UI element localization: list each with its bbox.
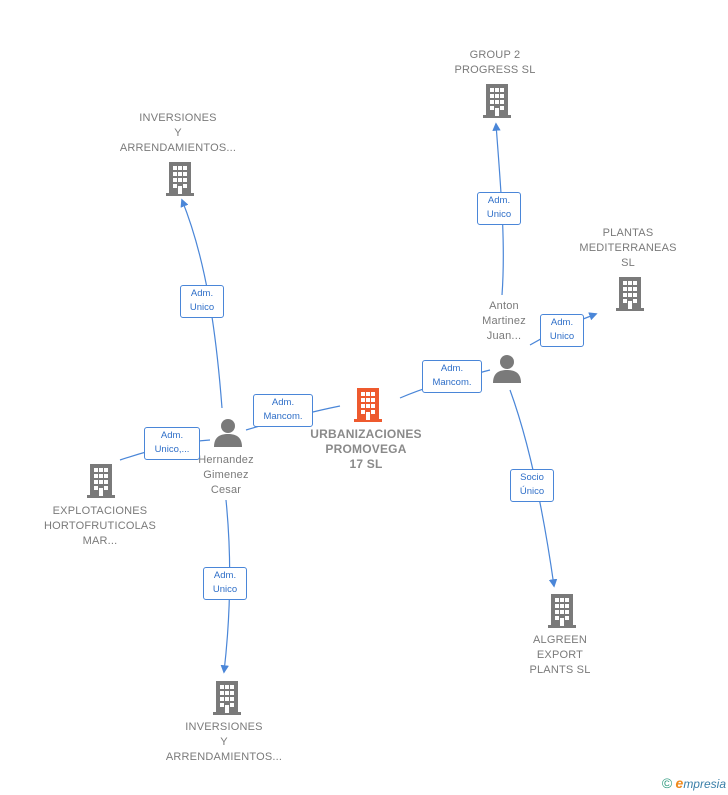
hernandez-label[interactable]: Hernandez Gimenez Cesar [198,454,254,496]
inversiones-bottom-label[interactable]: INVERSIONES Y ARRENDAMIENTOS... [165,721,283,763]
edge-badge-anton-plantas[interactable]: Adm. Unico [540,314,584,347]
copyright-symbol: © [661,775,673,791]
inversiones-top-label[interactable]: INVERSIONES Y ARRENDAMIENTOS... [119,112,237,154]
building-icon[interactable] [480,83,514,124]
edge-badge-hernandez-inv-bottom[interactable]: Adm. Unico [203,567,247,600]
building-icon[interactable] [84,463,118,504]
person-icon[interactable] [492,353,522,388]
empresia-logo: © empresia [662,775,726,791]
explotaciones-label[interactable]: EXPLOTACIONES HORTOFRUTICOLAS MAR... [44,505,156,547]
edge-badge-anton-algreen[interactable]: Socio Único [510,469,554,502]
building-icon[interactable] [163,161,197,202]
building-icon[interactable] [210,680,244,721]
anton-label[interactable]: Anton Martinez Juan... [482,300,526,342]
edge-badge-hernandez-explot[interactable]: Adm. Unico,... [144,427,200,460]
edge-badge-hernandez-inv-top[interactable]: Adm. Unico [180,285,224,318]
edge-badge-anton-group2[interactable]: Adm. Unico [477,192,521,225]
edge-badge-hernandez-main[interactable]: Adm. Mancom. [253,394,313,427]
building-icon[interactable] [613,276,647,317]
group2-label[interactable]: GROUP 2 PROGRESS SL [454,49,536,76]
building-icon[interactable] [545,593,579,634]
building-icon[interactable] [351,387,385,428]
edge-badge-anton-main[interactable]: Adm. Mancom. [422,360,482,393]
person-icon[interactable] [213,417,243,452]
plantas-label[interactable]: PLANTAS MEDITERRANEAS SL [579,227,677,269]
algreen-label[interactable]: ALGREEN EXPORT PLANTS SL [529,634,591,676]
brand-e: e [675,775,684,791]
main-company-label[interactable]: URBANIZACIONES PROMOVEGA 17 SL [310,427,422,471]
brand-text: mpresia [683,777,726,791]
